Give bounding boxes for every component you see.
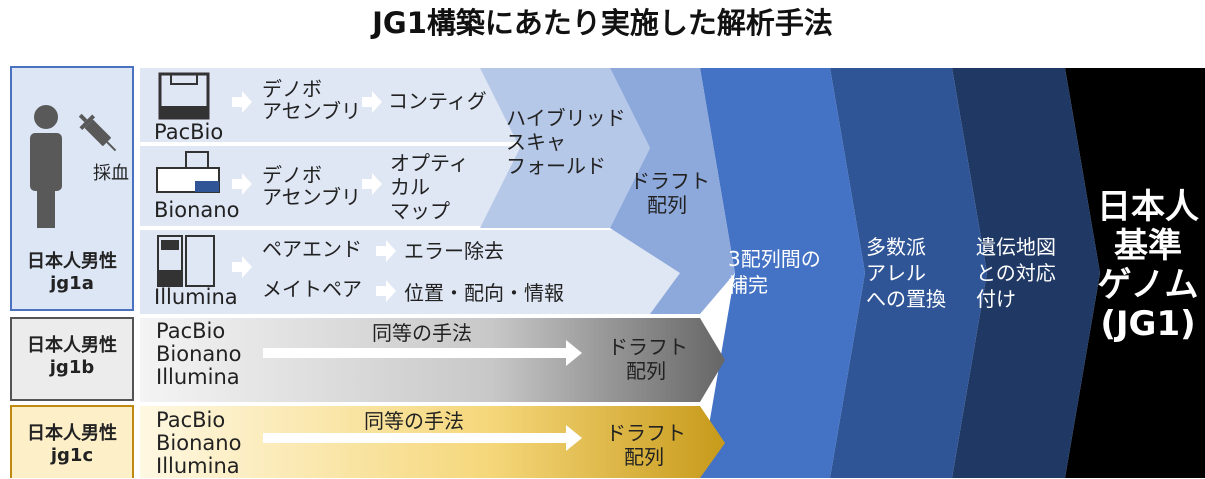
final-line4: (JG1) — [1100, 304, 1196, 344]
stage1-line1: 3配列間の — [728, 247, 821, 271]
stage3-line3: 付け — [976, 287, 1016, 311]
person-icon — [30, 105, 62, 228]
jg1b-draft-line2: 配列 — [626, 359, 666, 383]
jg1b-platform-3: Illumina — [156, 365, 240, 389]
jg1b-arrow-head — [566, 340, 582, 366]
sample-c-name: 日本人男性 — [27, 423, 117, 444]
sample-b-name: 日本人男性 — [27, 335, 117, 356]
sample-c-id: jg1c — [50, 445, 94, 466]
jg1b-draft-line1: ドラフト — [608, 335, 688, 359]
jg1c-platform-2: Bionano — [156, 431, 242, 455]
stage2-chevron — [830, 68, 987, 478]
stage1-chevron — [700, 68, 865, 478]
arrow-icon — [376, 280, 396, 302]
bionano-step2-line3: マップ — [390, 199, 450, 223]
bionano-instrument-icon — [156, 151, 220, 193]
arrow-icon — [362, 173, 382, 195]
pacbio-label: PacBio — [154, 120, 224, 144]
jg1c-platform-3: Illumina — [156, 454, 240, 478]
sample-c-box — [10, 405, 134, 478]
bionano-step1-line1: デノボ — [262, 163, 322, 187]
hybrid-line2: スキャ — [506, 130, 566, 154]
arrow-icon — [362, 91, 382, 113]
hybrid-line1: ハイブリッド — [506, 106, 626, 130]
sample-b-box — [10, 317, 134, 401]
final-line1: 日本人 — [1097, 187, 1199, 227]
stage3-line1: 遺伝地図 — [976, 235, 1056, 259]
hybrid-line3: フォールド — [506, 154, 606, 178]
sample-a-id: jg1a — [50, 273, 94, 294]
pacbio-step2: コンティグ — [388, 89, 487, 113]
arrow-icon — [376, 240, 396, 262]
illumina-position-info: 位置・配向・情報 — [404, 281, 564, 305]
sample-b-id: jg1b — [49, 357, 95, 378]
draft-a-chevron — [610, 68, 735, 314]
jg1c-arrow-head — [566, 425, 582, 451]
blood-draw-label: 採血 — [93, 163, 129, 184]
jg1c-platform-1: PacBio — [156, 408, 226, 432]
stage3-line2: との対応 — [976, 261, 1056, 285]
stage1-line2: 補完 — [728, 273, 768, 297]
final-chevron — [1065, 68, 1205, 478]
bionano-label: Bionano — [154, 198, 240, 222]
syringe-icon — [78, 113, 117, 152]
bionano-step1-line2: アセンブリ — [262, 185, 361, 209]
jg1b-platform-1: PacBio — [156, 319, 226, 343]
sample-a-name: 日本人男性 — [27, 251, 117, 272]
jg1c-same-method: 同等の手法 — [364, 409, 464, 433]
jg1b-same-method: 同等の手法 — [372, 321, 472, 345]
jg1c-draft-line1: ドラフト — [606, 421, 686, 445]
stage2-line2: アレル — [866, 261, 926, 285]
arrow-icon — [232, 91, 252, 113]
draft-a-line1: ドラフト — [630, 169, 710, 193]
stage2-line3: への置換 — [866, 287, 946, 311]
illumina-row — [140, 230, 680, 314]
jg1b-platform-2: Bionano — [156, 342, 242, 366]
illumina-label: Illumina — [154, 285, 238, 309]
illumina-error-removal: エラー除去 — [404, 239, 504, 263]
bionano-step2-line1: オプティ — [390, 151, 469, 175]
jg1c-draft-line2: 配列 — [624, 445, 664, 469]
pacbio-instrument-icon — [158, 72, 210, 120]
illumina-matepair: メイトペア — [262, 277, 362, 301]
hybrid-chevron — [480, 68, 650, 228]
jg1b-arrow-shaft — [263, 348, 568, 358]
jg1b-row — [140, 318, 725, 402]
final-line3: ゲノム — [1097, 265, 1199, 305]
draft-a-line2: 配列 — [647, 193, 687, 217]
bionano-step2-line2: カル — [390, 175, 430, 199]
pacbio-step1-line1: デノボ — [262, 77, 322, 101]
arrow-icon — [232, 256, 252, 278]
pacbio-step1-line2: アセンブリ — [262, 99, 361, 123]
illumina-pairend: ペアエンド — [262, 237, 362, 261]
stage2-line1: 多数派 — [866, 235, 926, 259]
final-line2: 基準 — [1114, 226, 1182, 266]
step-arrows — [232, 91, 396, 302]
illumina-instrument-icon — [157, 235, 215, 287]
page-title: JG1構築にあたり実施した解析手法 — [372, 6, 833, 40]
arrow-icon — [232, 173, 252, 195]
stage3-chevron — [952, 68, 1100, 478]
jg1c-arrow-shaft — [263, 433, 568, 443]
